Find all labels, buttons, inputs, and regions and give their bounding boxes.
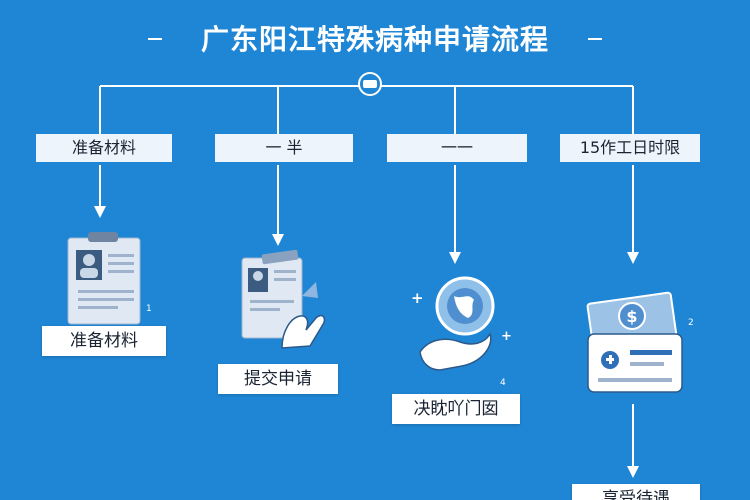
document-profile-icon xyxy=(67,232,141,325)
hub-icon xyxy=(358,72,382,96)
step-number-1: 1 xyxy=(146,304,152,314)
step-number-3: 4 xyxy=(500,378,506,388)
plus-mark-left: + xyxy=(411,289,424,307)
title-dash-left xyxy=(148,38,162,40)
step-box-label-4: 享受待遇 xyxy=(572,484,700,500)
step-top-label-4: 15作工日时限 xyxy=(560,134,700,162)
step-box-label-1: 准备材料 xyxy=(42,326,166,356)
hand-holding-globe-icon xyxy=(419,276,495,371)
money-card-icon: $ xyxy=(586,291,683,393)
step-top-label-2: 一 半 xyxy=(215,134,353,162)
step-top-label-1: 准备材料 xyxy=(36,134,172,162)
plus-mark-right: + xyxy=(501,329,512,344)
svg-text:$: $ xyxy=(626,307,637,326)
page-title: 广东阳江特殊病种申请流程 xyxy=(200,23,549,56)
title-dash-right xyxy=(588,38,602,40)
step-number-4: 2 xyxy=(688,318,694,328)
hand-holding-document-icon xyxy=(241,249,326,349)
step-top-label-3: 一一 xyxy=(387,134,527,162)
step-box-label-2: 提交申请 xyxy=(218,364,338,394)
step-box-label-3: 决眈吖门囡 xyxy=(392,394,520,424)
